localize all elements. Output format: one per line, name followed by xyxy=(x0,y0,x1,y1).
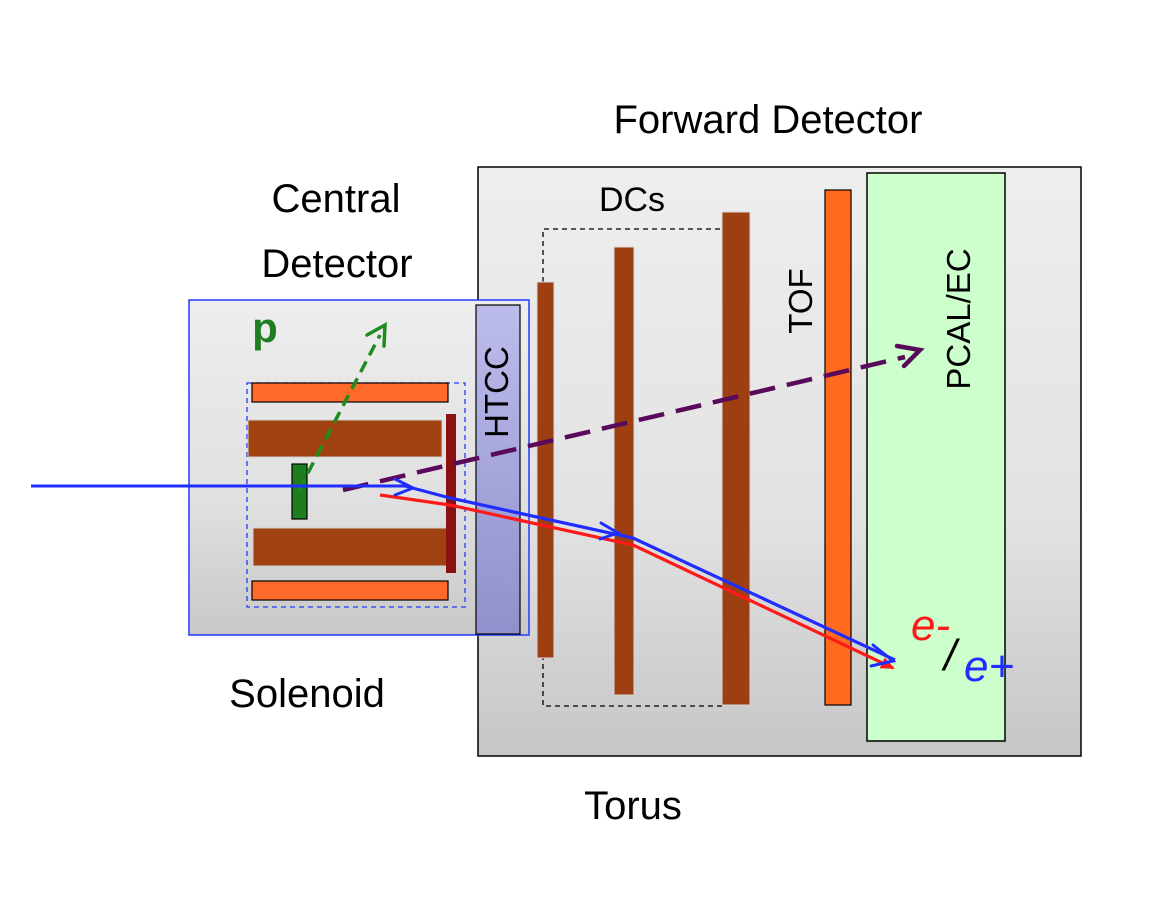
htcc-block xyxy=(475,304,521,635)
central-tracker-bottom xyxy=(252,527,448,567)
central-detector-label-line1: Central xyxy=(272,177,401,221)
proton-label: p xyxy=(252,304,278,351)
torus-label: Torus xyxy=(584,784,682,828)
tof-bar xyxy=(824,189,852,706)
positron-arrowhead-dc xyxy=(598,521,622,541)
positron-label: e+ xyxy=(964,642,1014,691)
central-tracker-top xyxy=(247,419,443,458)
proton-track-arrowhead xyxy=(365,321,387,348)
dc-bar-1 xyxy=(536,281,555,659)
dc-bar-3 xyxy=(721,211,751,706)
tof-label: TOF xyxy=(782,268,819,333)
solenoid-label: Solenoid xyxy=(229,672,385,716)
pcal-ec-label: PCAL/EC xyxy=(940,248,977,389)
neutral-track xyxy=(342,354,906,493)
solenoid-coil-bottom xyxy=(251,580,449,601)
central-detector-box xyxy=(188,299,530,636)
central-detector-label-line2: Detector xyxy=(261,242,412,286)
pcal-ec-panel xyxy=(866,172,1006,742)
central-wall xyxy=(446,414,456,573)
htcc-label: HTCC xyxy=(478,346,515,438)
positron-track xyxy=(404,484,896,662)
slash-label: / xyxy=(941,631,960,680)
forward-detector-label: Forward Detector xyxy=(614,98,923,142)
neutral-track-arrowhead xyxy=(894,343,925,369)
beam-arrowhead xyxy=(393,477,417,497)
dc-dashed-outline xyxy=(542,228,722,707)
positron-arrowhead-end xyxy=(869,643,897,668)
target xyxy=(291,463,308,520)
dc-bar-2 xyxy=(613,246,635,696)
proton-track xyxy=(297,334,382,491)
electron-track xyxy=(379,493,895,670)
electron-label: e- xyxy=(911,601,950,650)
solenoid-coil-top xyxy=(251,382,449,403)
dcs-label: DCs xyxy=(599,181,665,219)
